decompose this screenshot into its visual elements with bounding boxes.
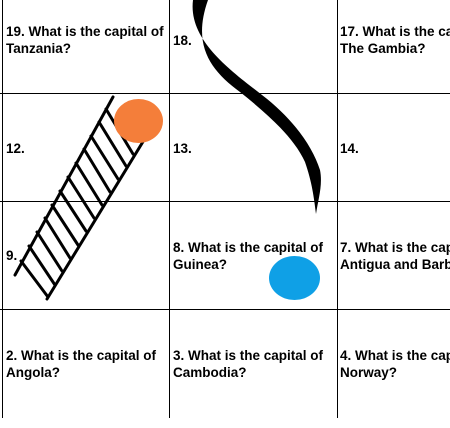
- grid-line: [0, 93, 450, 94]
- question-text-line2: Cambodia?: [173, 365, 247, 380]
- square-number: 18.: [173, 33, 192, 48]
- board-square-12[interactable]: 12.: [6, 140, 168, 157]
- square-number: 2.: [6, 348, 18, 363]
- question-text-line2: Tanzania?: [6, 41, 72, 56]
- square-number: 13.: [173, 141, 192, 156]
- board-square-3[interactable]: 3. What is the capital of Cambodia?: [173, 347, 335, 381]
- board-square-17[interactable]: 17. What is the ca The Gambia?: [340, 23, 450, 57]
- board-square-2[interactable]: 2. What is the capital of Angola?: [6, 347, 168, 381]
- question-text: What is the capital of: [188, 240, 324, 255]
- grid-line: [2, 0, 3, 418]
- blue-player-token[interactable]: [269, 256, 320, 300]
- board-square-7[interactable]: 7. What is the cap Antigua and Barb: [340, 239, 450, 273]
- grid-line: [169, 0, 170, 418]
- question-text: What is the cap: [355, 240, 450, 255]
- question-text: What is the capital of: [21, 348, 157, 363]
- board-square-19[interactable]: 19. What is the capital of Tanzania?: [6, 23, 168, 57]
- board-square-9[interactable]: 9.: [6, 247, 168, 264]
- grid-line: [0, 309, 450, 310]
- question-text: What is the cap: [355, 348, 450, 363]
- board-square-13[interactable]: 13.: [173, 140, 335, 157]
- grid-line: [0, 201, 450, 202]
- board-square-4[interactable]: 4. What is the cap Norway?: [340, 347, 450, 381]
- question-text: What is the capital of: [28, 24, 164, 39]
- square-number: 12.: [6, 141, 25, 156]
- question-text: What is the ca: [362, 24, 450, 39]
- square-number: 9.: [6, 248, 18, 263]
- board-square-14[interactable]: 14.: [340, 140, 450, 157]
- square-number: 8.: [173, 240, 185, 255]
- question-text-line2: Antigua and Barb: [340, 257, 450, 272]
- question-text: What is the capital of: [188, 348, 324, 363]
- question-text-line2: Norway?: [340, 365, 398, 380]
- question-text-line2: Guinea?: [173, 257, 228, 272]
- square-number: 14.: [340, 141, 359, 156]
- question-text-line2: The Gambia?: [340, 41, 426, 56]
- question-text-line2: Angola?: [6, 365, 60, 380]
- grid-line: [337, 0, 338, 418]
- square-number: 4.: [340, 348, 352, 363]
- board-square-8[interactable]: 8. What is the capital of Guinea?: [173, 239, 335, 273]
- board-square-18[interactable]: 18.: [173, 32, 335, 49]
- square-number: 7.: [340, 240, 352, 255]
- square-number: 19.: [6, 24, 25, 39]
- orange-player-token[interactable]: [114, 99, 163, 143]
- square-number: 3.: [173, 348, 185, 363]
- square-number: 17.: [340, 24, 359, 39]
